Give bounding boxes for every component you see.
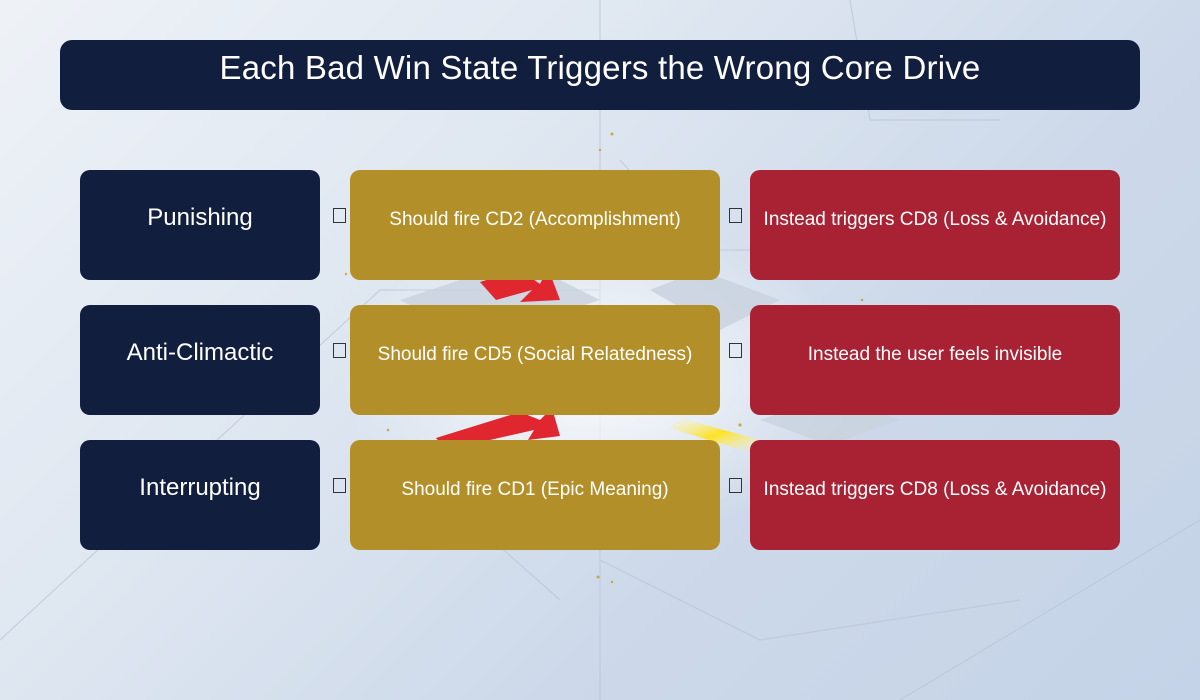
win-state-label: Anti-Climactic <box>126 339 274 366</box>
should-fire-label: Should fire CD5 (Social Relatedness) <box>377 344 693 365</box>
instead-triggers-label: Instead triggers CD8 (Loss & Avoidance) <box>763 479 1107 500</box>
instead-triggers-label: Instead the user feels invisible <box>807 344 1063 365</box>
arrow-right-icon <box>729 208 742 223</box>
instead-triggers-label: Instead triggers CD8 (Loss & Avoidance) <box>763 209 1107 230</box>
arrow-right-icon <box>333 478 346 493</box>
arrow-right-icon <box>729 343 742 358</box>
win-state-box: Interrupting <box>80 440 320 550</box>
arrow-right-icon <box>333 343 346 358</box>
should-fire-box: Should fire CD2 (Accomplishment) <box>350 170 720 280</box>
arrow-right-icon <box>333 208 346 223</box>
should-fire-label: Should fire CD2 (Accomplishment) <box>389 209 681 230</box>
win-state-row: Punishing Should fire CD2 (Accomplishmen… <box>80 170 1120 280</box>
win-state-box: Punishing <box>80 170 320 280</box>
should-fire-box: Should fire CD1 (Epic Meaning) <box>350 440 720 550</box>
should-fire-box: Should fire CD5 (Social Relatedness) <box>350 305 720 415</box>
win-state-row: Interrupting Should fire CD1 (Epic Meani… <box>80 440 1120 550</box>
win-state-box: Anti-Climactic <box>80 305 320 415</box>
win-state-label: Interrupting <box>139 474 261 501</box>
win-state-label: Punishing <box>147 204 253 231</box>
instead-triggers-box: Instead triggers CD8 (Loss & Avoidance) <box>750 170 1120 280</box>
instead-triggers-box: Instead the user feels invisible <box>750 305 1120 415</box>
win-state-row: Anti-Climactic Should fire CD5 (Social R… <box>80 305 1120 415</box>
title-bar: Each Bad Win State Triggers the Wrong Co… <box>60 40 1140 110</box>
instead-triggers-box: Instead triggers CD8 (Loss & Avoidance) <box>750 440 1120 550</box>
arrow-right-icon <box>729 478 742 493</box>
page-title: Each Bad Win State Triggers the Wrong Co… <box>219 49 981 86</box>
should-fire-label: Should fire CD1 (Epic Meaning) <box>401 479 669 500</box>
